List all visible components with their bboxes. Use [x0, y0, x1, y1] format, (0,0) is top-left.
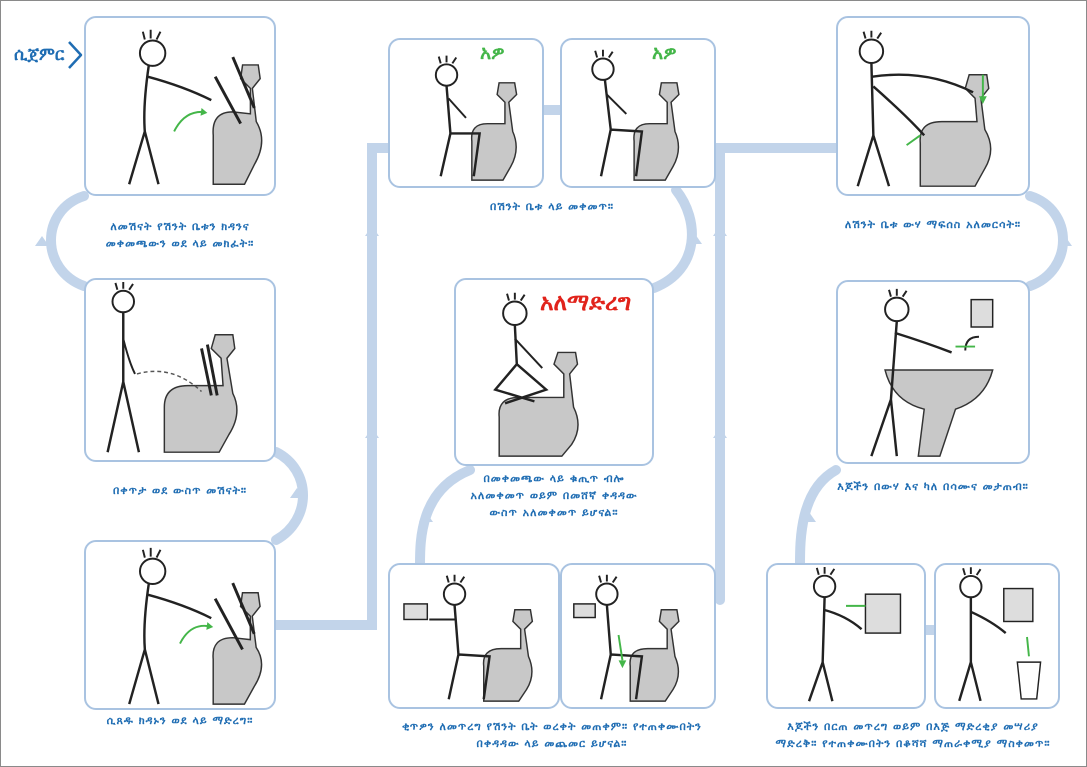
step-1-caption: ለመሽናት የሽንት ቤቱን ክዳንና መቀመጫውን ወደ ላይ መክፈት። [84, 218, 276, 252]
step-9a-card [766, 563, 926, 709]
dont-badge: አለማድረግ [540, 290, 631, 316]
step-9-caption: እጆችን በርጠ መጥረግ ወይም በእጅ ማድረቂያ መሣሪያ ማድረቅ። የ… [766, 718, 1060, 752]
step-1-card [84, 16, 276, 196]
step-3-card [84, 540, 276, 710]
step-2-caption: በቀጥታ ወደ ውስጥ መሽናት። [84, 482, 276, 499]
sit-illustration-b [562, 40, 714, 186]
dry-hands-illustration [768, 565, 924, 707]
step-4b-card [560, 38, 716, 188]
step-7-caption: ለሽንት ቤቱ ውሃ ማፍሰስ አለመርሳት። [836, 216, 1030, 233]
sit-illustration-a [390, 40, 542, 186]
step-8-caption: እጆችን በውሃ እና ካለ በሳሙና መታጠብ። [836, 478, 1030, 495]
lift-seat-illustration [86, 18, 274, 194]
chevron-right-icon [66, 40, 84, 70]
step-2-card [84, 278, 276, 462]
toilet-paper-illustration-b [562, 565, 714, 707]
close-lid-illustration [86, 542, 274, 708]
dispose-paper-illustration [936, 565, 1058, 707]
urinate-illustration [86, 280, 274, 460]
step-7-card [836, 16, 1030, 196]
yes-badge-1: አዎ [480, 42, 505, 64]
step-6-caption: ቂጥዎን ለመጥረግ የሽንት ቤት ወረቀት መጠቀም። የተጠቀሙበትን በ… [388, 718, 716, 752]
step-4-caption: በሽንት ቤቱ ላይ መቀመጥ። [388, 198, 716, 215]
step-5-caption: በመቀመጫው ላይ ቁጢጥ ብሎ አለመቀመጥ ወይም በመሸኛ ቀዳዳው ውስ… [454, 470, 654, 521]
start-marker: ሲጀምር [14, 40, 84, 70]
step-6b-card [560, 563, 716, 709]
yes-badge-2: አዎ [652, 42, 677, 64]
step-9b-card [934, 563, 1060, 709]
wash-hands-illustration [838, 282, 1028, 462]
step-4a-card [388, 38, 544, 188]
step-3-caption: ሲጸዱ ክዳኑን ወደ ላይ ማድረግ። [84, 712, 276, 729]
step-8-card [836, 280, 1030, 464]
step-6a-card [388, 563, 560, 709]
start-label: ሲጀምር [14, 45, 64, 65]
flush-illustration [838, 18, 1028, 194]
toilet-paper-illustration-a [390, 565, 558, 707]
